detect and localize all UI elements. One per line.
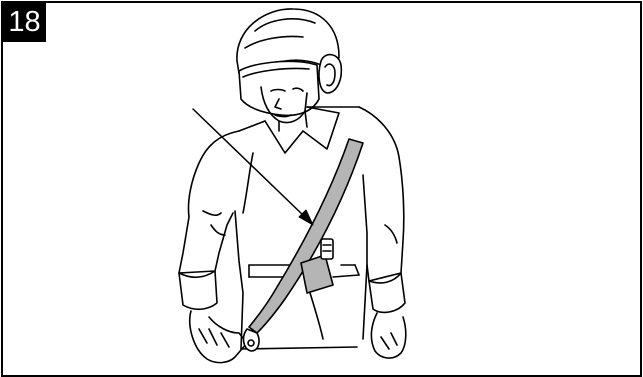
hands bbox=[190, 311, 406, 363]
helmet bbox=[237, 9, 341, 115]
shirt bbox=[179, 107, 404, 349]
shoulder-harness bbox=[244, 139, 363, 351]
harness-illustration bbox=[3, 3, 640, 375]
